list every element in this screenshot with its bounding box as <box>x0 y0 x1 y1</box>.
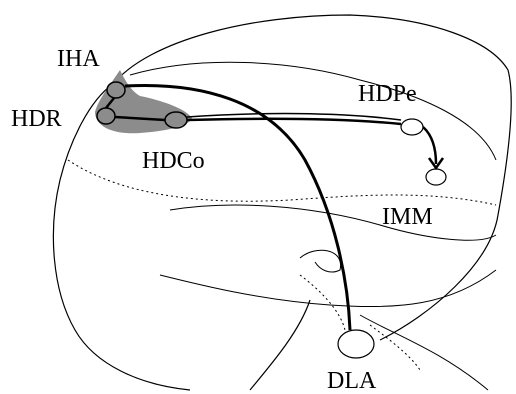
label-dla: DLA <box>327 368 377 394</box>
label-imm: IMM <box>382 204 433 230</box>
dorsal-contour <box>130 62 496 160</box>
label-hdco: HDCo <box>142 148 205 174</box>
label-iha: IHA <box>57 46 100 72</box>
hdpe-nucleus <box>401 119 423 135</box>
ventral-curve <box>160 270 496 307</box>
ventral-dotted <box>300 275 420 370</box>
label-hdpe: HDPe <box>358 81 417 107</box>
lower-right-contour <box>360 315 488 390</box>
brain-outline <box>53 15 511 390</box>
dla-nucleus <box>338 330 374 358</box>
label-hdr: HDR <box>11 106 62 132</box>
hook-contour <box>300 250 341 272</box>
ventricle-contour <box>170 205 496 240</box>
hdco-to-hdpe-path <box>187 119 401 124</box>
imm-nucleus <box>426 169 446 185</box>
